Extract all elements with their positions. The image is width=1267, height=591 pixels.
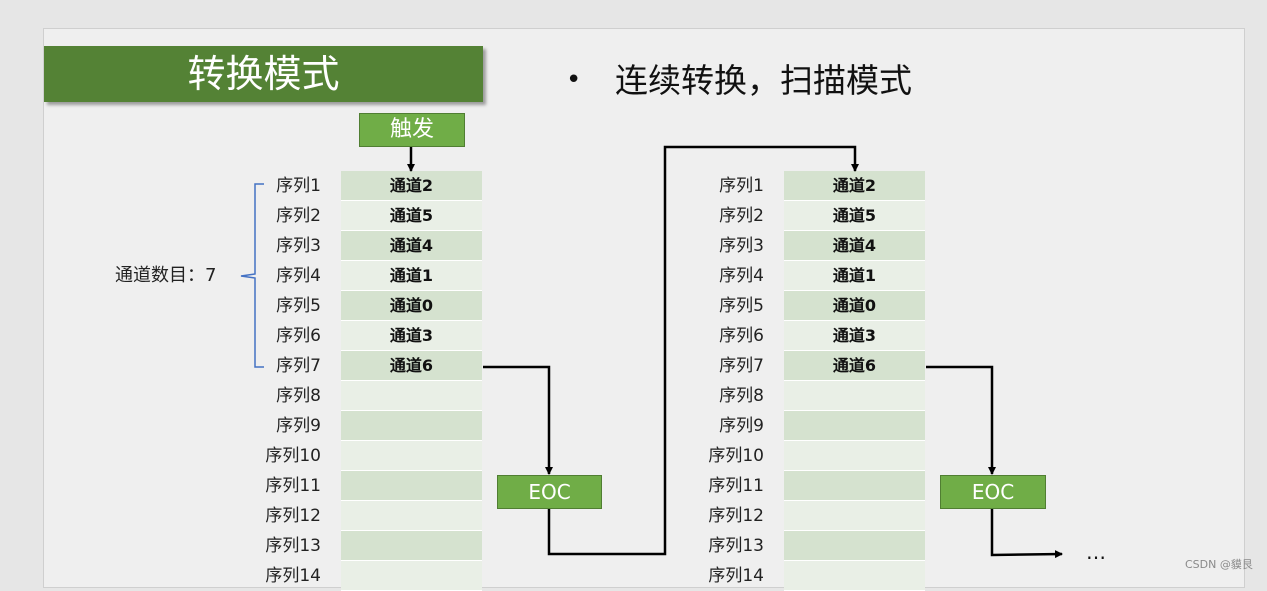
channel-cell (784, 471, 925, 501)
seq-label: 序列10 (708, 446, 764, 466)
channel-cell: 通道1 (341, 261, 482, 291)
seq-label: 序列8 (719, 386, 764, 406)
continuation-ellipsis: … (1086, 540, 1106, 564)
channel-cell (341, 441, 482, 471)
connector-lines (240, 145, 1063, 559)
channel-cell (341, 531, 482, 561)
seq-label: 序列13 (265, 536, 321, 556)
channel-cell: 通道3 (784, 321, 925, 351)
seq-label: 序列5 (276, 296, 321, 316)
seq-label: 序列2 (719, 206, 764, 226)
channel-cell (784, 381, 925, 411)
channel-cell: 通道5 (341, 201, 482, 231)
channel-cell: 通道0 (341, 291, 482, 321)
channel-cell: 通道3 (341, 321, 482, 351)
seq7-to-eoc-arrow-1 (483, 365, 553, 475)
seq-label: 序列8 (276, 386, 321, 406)
trigger-box: 触发 (359, 113, 465, 147)
seq-label: 序列12 (265, 506, 321, 526)
watermark: CSDN @貘艮 (1185, 558, 1253, 571)
seq-label: 序列9 (719, 416, 764, 436)
channel-cell (341, 501, 482, 531)
channel-cell (341, 381, 482, 411)
channel-count-label: 通道数目：7 (115, 265, 217, 286)
seq-label: 序列4 (719, 266, 764, 286)
channel-cell: 通道1 (784, 261, 925, 291)
eoc-box-2: EOC (940, 475, 1046, 509)
channel-cell (784, 531, 925, 561)
seq-label: 序列2 (276, 206, 321, 226)
continue-arrow (990, 509, 1063, 559)
restart-scan-arrow (547, 145, 859, 556)
channel-cell (784, 441, 925, 471)
seq-label: 序列3 (276, 236, 321, 256)
channel-cell: 通道2 (784, 171, 925, 201)
channel-count-brace (240, 183, 264, 368)
channel-cell: 通道6 (341, 351, 482, 381)
seq-label: 序列5 (719, 296, 764, 316)
channel-cell: 通道2 (341, 171, 482, 201)
seq-label: 序列12 (708, 506, 764, 526)
seq-label: 序列6 (719, 326, 764, 346)
channel-cell (341, 471, 482, 501)
seq-label: 序列4 (276, 266, 321, 286)
seq-label: 序列6 (276, 326, 321, 346)
seq-label: 序列3 (719, 236, 764, 256)
seq-label: 序列1 (719, 176, 764, 196)
bullet-text: 连续转换，扫描模式 (615, 61, 912, 100)
seq-label: 序列9 (276, 416, 321, 436)
seq-label: 序列7 (276, 356, 321, 376)
seq-label: 序列10 (265, 446, 321, 466)
seq-label: 序列13 (708, 536, 764, 556)
seq-label: 序列7 (719, 356, 764, 376)
channel-cell (341, 411, 482, 441)
channel-cell: 通道0 (784, 291, 925, 321)
channel-cell: 通道5 (784, 201, 925, 231)
seq-label: 序列1 (276, 176, 321, 196)
bullet-dot: • (566, 65, 582, 95)
channel-cell: 通道4 (784, 231, 925, 261)
eoc-box-1: EOC (497, 475, 602, 509)
channel-cell (784, 411, 925, 441)
seq-label: 序列11 (265, 476, 321, 496)
title-banner: 转换模式 (44, 46, 483, 102)
seq7-to-eoc-arrow-2 (926, 365, 996, 475)
channel-cell: 通道6 (784, 351, 925, 381)
seq-label: 序列11 (708, 476, 764, 496)
channel-cell: 通道4 (341, 231, 482, 261)
channel-cell (784, 501, 925, 531)
